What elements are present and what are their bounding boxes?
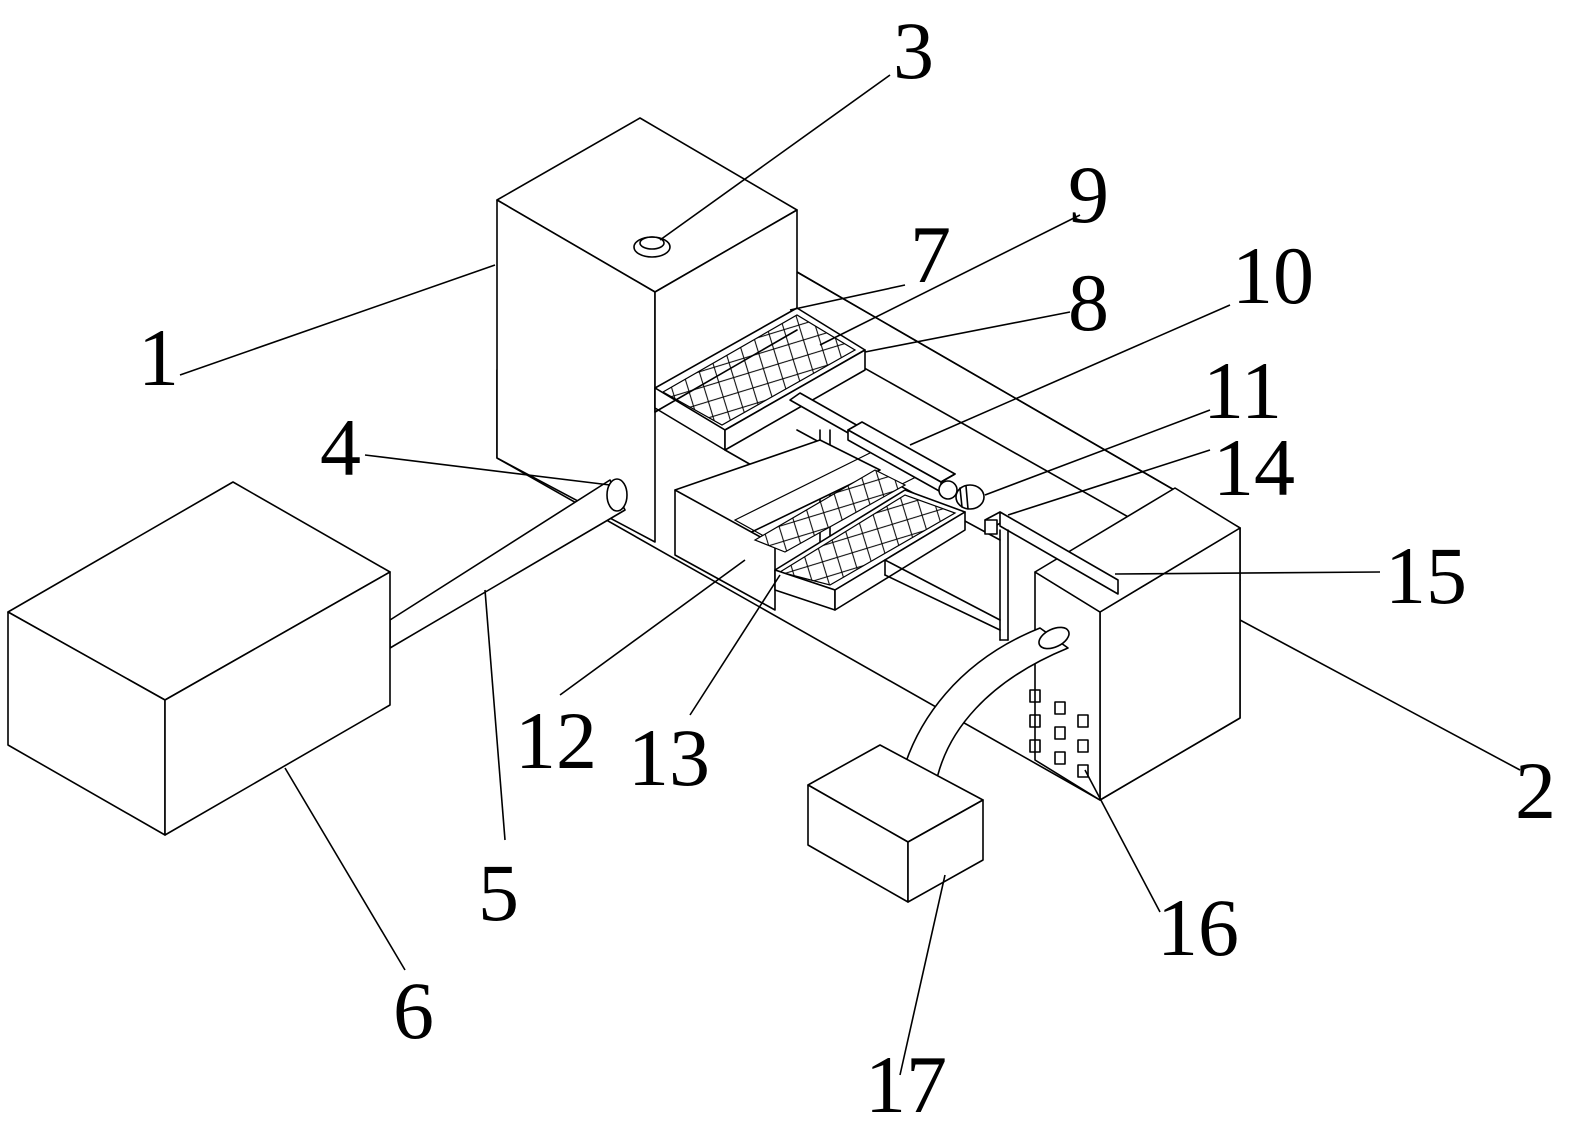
label-17: 17 [865, 1039, 947, 1130]
label-10: 10 [1232, 230, 1314, 321]
label-14: 14 [1213, 422, 1295, 513]
label-3: 3 [893, 5, 934, 96]
left-unit [7, 481, 391, 836]
label-12: 12 [515, 695, 597, 786]
label-5: 5 [478, 847, 519, 938]
leader-1 [179, 264, 496, 376]
left-machine-box [496, 117, 798, 543]
leader-3 [659, 74, 891, 241]
leader-6 [284, 767, 406, 971]
collection-box [674, 439, 932, 611]
label-6: 6 [393, 965, 434, 1056]
leader-11 [984, 409, 1211, 496]
coupling [938, 480, 985, 510]
label-9: 9 [1068, 149, 1109, 240]
leader-5 [484, 589, 506, 841]
leader-4 [364, 454, 611, 486]
right-housing [1034, 487, 1241, 801]
feed-hole [633, 236, 671, 258]
leader-10 [909, 304, 1231, 446]
label-8: 8 [1068, 257, 1109, 348]
label-4: 4 [320, 402, 361, 493]
label-1: 1 [138, 312, 179, 403]
hydraulic-cylinder [789, 392, 956, 493]
leader-14 [1007, 449, 1211, 516]
control-panel [1029, 689, 1089, 778]
leader-12 [559, 559, 746, 696]
leader-7 [789, 284, 906, 311]
slide-bracket [884, 511, 1119, 641]
label-15: 15 [1385, 530, 1467, 621]
label-2: 2 [1515, 745, 1556, 836]
label-13: 13 [628, 712, 710, 803]
label-11: 11 [1203, 345, 1282, 436]
leader-15 [1114, 571, 1381, 575]
leader-16 [1084, 769, 1161, 913]
collection-bin [807, 744, 984, 903]
leader-2 [1239, 619, 1521, 771]
leader-17 [899, 874, 946, 1076]
leader-lines [179, 74, 1521, 1076]
label-7: 7 [910, 209, 951, 300]
leader-8 [864, 311, 1071, 353]
label-16: 16 [1157, 882, 1239, 973]
lower-screen-tray [753, 469, 966, 611]
reference-numerals: 1 2 3 4 5 6 7 8 9 10 11 12 13 14 15 16 1… [138, 5, 1556, 1130]
leader-9 [819, 214, 1081, 346]
inlet-pipe [389, 478, 628, 649]
leader-13 [689, 574, 781, 716]
